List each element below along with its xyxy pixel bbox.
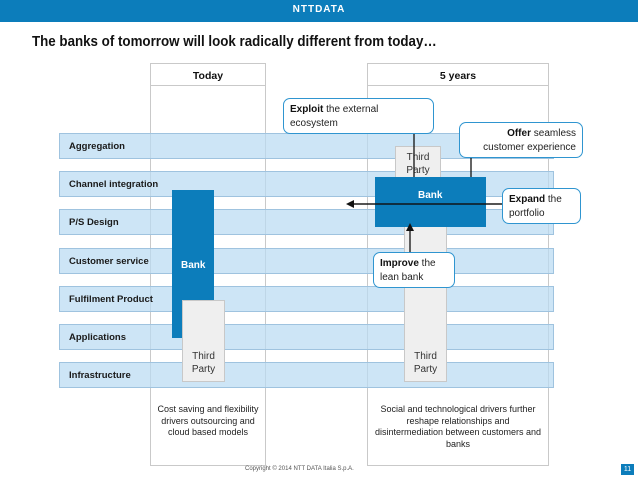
today-footer-text: Cost saving and flexibility drivers outs… — [157, 404, 259, 437]
ntt-data-logo: NTTDATA — [292, 4, 346, 15]
page-number: 11 — [621, 464, 634, 475]
top-bar: NTTDATA — [0, 0, 638, 22]
today-heading: Today — [192, 70, 224, 82]
third-party-label-future-top: Third Party — [406, 152, 430, 176]
callout-offer-text: seamless customer experience — [483, 128, 576, 153]
layer-label: P/S Design — [69, 217, 119, 228]
layer-label: Fulfilment Product — [69, 294, 153, 305]
callout-expand: Expand the portfolio — [502, 188, 581, 224]
bank-box-future — [375, 177, 486, 227]
layer-label: Infrastructure — [69, 370, 131, 381]
callout-expand-bold: Expand — [509, 194, 546, 205]
bank-label-today: Bank — [181, 260, 206, 271]
five-years-heading: 5 years — [439, 70, 477, 82]
third-party-box-today — [182, 300, 225, 382]
copyright-text: Copyright © 2014 NTT DATA Italia S.p.A. — [245, 466, 354, 472]
layer-label: Applications — [69, 332, 127, 343]
callout-improve-bold: Improve — [380, 258, 419, 269]
layer-band-customer-service: Customer service — [59, 248, 554, 274]
callout-offer-bold: Offer — [507, 128, 531, 139]
five-years-heading-divider — [368, 85, 548, 86]
layer-label: Customer service — [69, 256, 149, 267]
third-party-box-future-bottom — [404, 216, 447, 382]
callout-exploit-text: the external ecosystem — [290, 104, 379, 129]
callout-improve: Improve the lean bank — [373, 252, 455, 288]
today-heading-divider — [151, 85, 265, 86]
layer-band-applications: Applications — [59, 324, 554, 350]
third-party-label-today: Third Party — [191, 351, 216, 375]
callout-exploit-bold: Exploit — [290, 104, 324, 115]
layer-band-fulfilment-product: Fulfilment Product — [59, 286, 554, 312]
callout-improve-text: the lean bank — [380, 258, 436, 283]
five-years-footer-text: Social and technological drivers further… — [374, 404, 542, 449]
bank-label-future: Bank — [418, 190, 443, 201]
layer-label: Channel integration — [69, 179, 159, 190]
callout-offer: Offer seamless customer experience — [459, 122, 583, 158]
layer-band-infrastructure: Infrastructure — [59, 362, 554, 388]
third-party-label-future-bottom: Third Party — [413, 351, 438, 375]
page-title: The banks of tomorrow will look radicall… — [32, 34, 437, 50]
layer-label: Aggregation — [69, 141, 125, 152]
callout-exploit: Exploit the external ecosystem — [283, 98, 434, 134]
callout-expand-text: the portfolio — [509, 194, 562, 219]
